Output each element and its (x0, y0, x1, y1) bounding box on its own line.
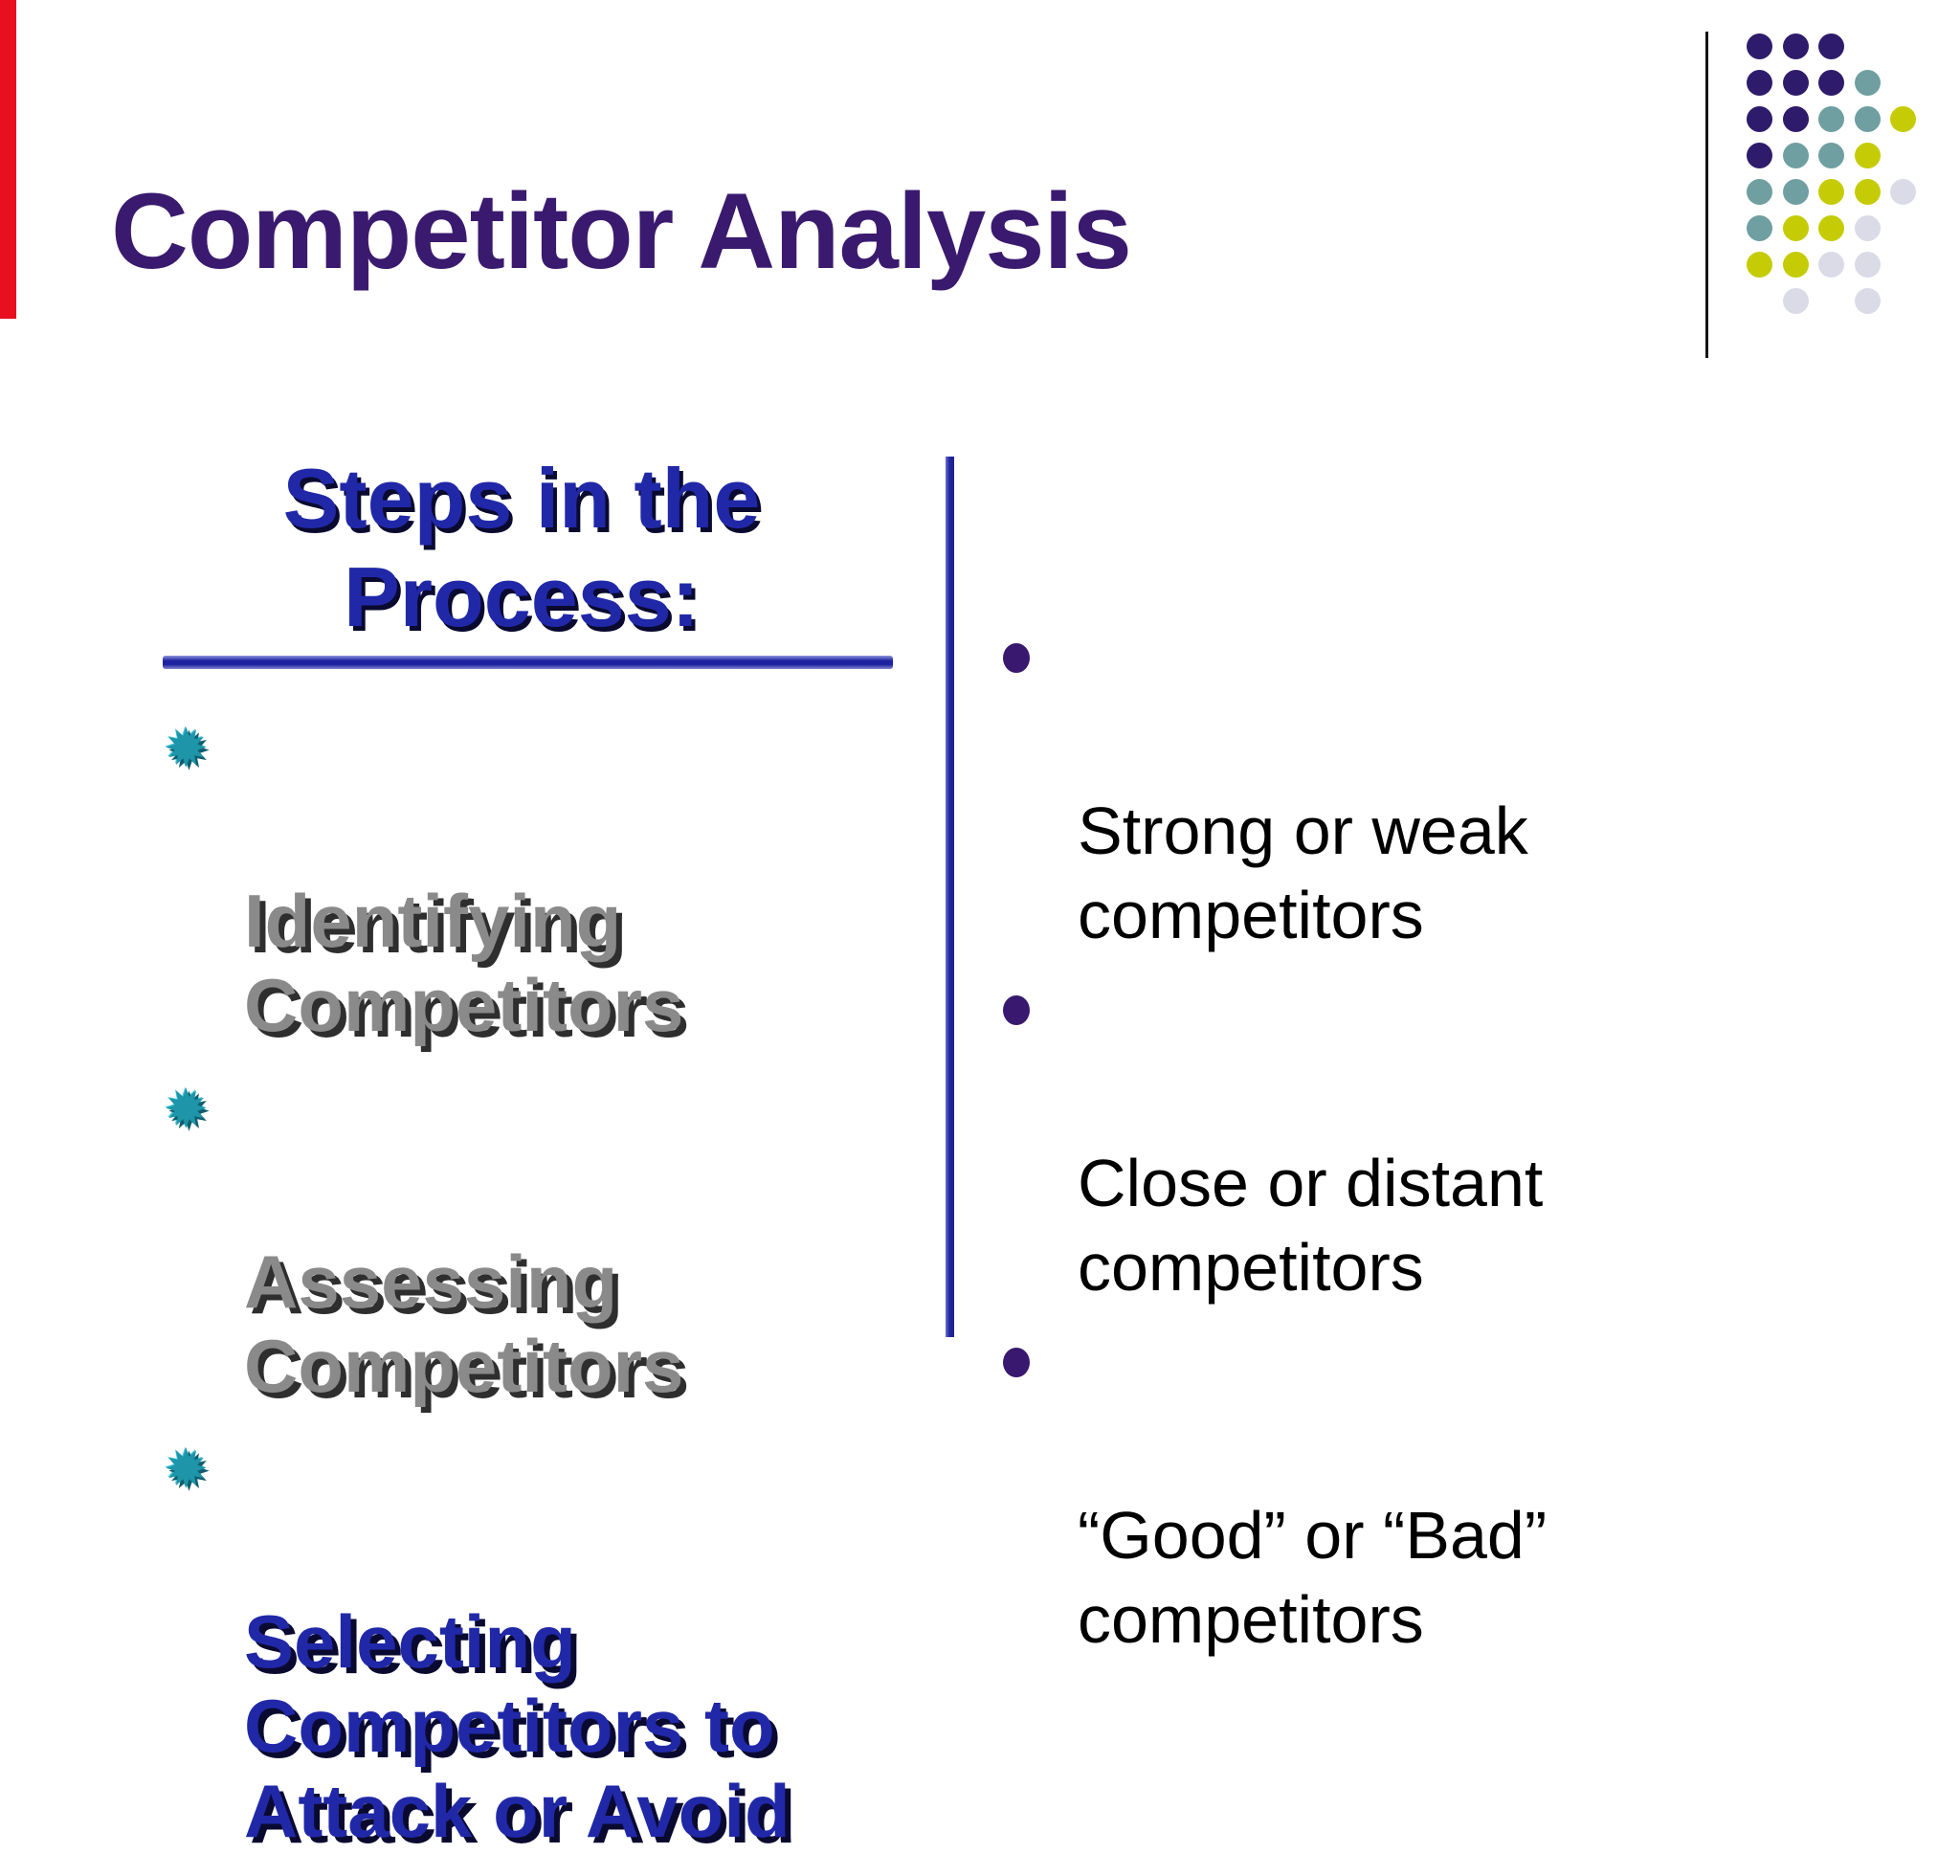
decor-dot (1890, 179, 1916, 205)
list-item: ✹ Assessing Competitors (164, 1071, 857, 1409)
list-item: “Good” or “Bad” competitors (1003, 1327, 1652, 1662)
decor-dot (1854, 179, 1881, 205)
decor-dot (1818, 252, 1844, 278)
heading-underline (163, 656, 893, 669)
decor-dot (1818, 34, 1844, 59)
list-item: ✹ Identifying Competitors (164, 710, 857, 1048)
slide: Competitor Analysis Steps in the Process… (0, 0, 1938, 1853)
decor-dot (1782, 34, 1809, 59)
left-column-heading: Steps in the Process: (282, 451, 761, 644)
decor-dot (1747, 252, 1772, 278)
decor-dot (1818, 106, 1844, 132)
sparkle-bullet-icon: ✹ (164, 1439, 209, 1499)
slide-title: Competitor Analysis (111, 171, 1132, 291)
decor-dot (1747, 179, 1772, 205)
decor-dot (1782, 215, 1809, 241)
list-item: ✹ Selecting Competitors to Attack or Avo… (164, 1431, 857, 1853)
decor-dot (1818, 143, 1844, 168)
sparkle-bullet-icon: ✹ (164, 718, 209, 778)
decor-dot (1782, 70, 1809, 96)
decor-dot (1782, 179, 1809, 205)
bullet-text: Close or distant competitors (1078, 1146, 1544, 1305)
circle-bullet-icon (1003, 643, 1030, 673)
competitor-types-list: Strong or weak competitors Close or dist… (1003, 622, 1652, 1679)
decor-dot (1747, 34, 1772, 59)
decor-dot (1854, 252, 1881, 278)
step-text: Selecting Competitors to Attack or Avoid (244, 1599, 791, 1853)
decor-dot (1782, 143, 1809, 168)
bullet-text: “Good” or “Bad” competitors (1078, 1498, 1548, 1657)
dot-pattern-decoration (1747, 34, 1938, 321)
decor-dot (1890, 106, 1916, 132)
steps-list: ✹ Identifying Competitors ✹ Assessing Co… (164, 710, 857, 1876)
decor-dot (1747, 106, 1772, 132)
circle-bullet-icon (1003, 995, 1030, 1025)
decor-dot (1818, 179, 1844, 205)
decor-dot (1854, 288, 1881, 314)
decor-dot (1818, 70, 1844, 96)
decor-dot (1782, 288, 1809, 314)
bullet-text: Strong or weak competitors (1078, 793, 1528, 952)
column-divider (946, 457, 954, 1337)
vertical-rule (1705, 32, 1708, 358)
decor-dot (1782, 106, 1809, 132)
decor-dot (1854, 106, 1881, 132)
decor-dot (1854, 143, 1881, 168)
decor-dot (1854, 215, 1881, 241)
list-item: Strong or weak competitors (1003, 622, 1652, 957)
list-item: Close or distant competitors (1003, 974, 1652, 1309)
decor-dot (1747, 143, 1772, 168)
red-accent-bar (0, 0, 16, 319)
sparkle-bullet-icon: ✹ (164, 1078, 209, 1139)
decor-dot (1747, 215, 1772, 241)
circle-bullet-icon (1003, 1348, 1030, 1377)
decor-dot (1854, 70, 1881, 96)
decor-dot (1747, 70, 1772, 96)
decor-dot (1782, 252, 1809, 278)
step-text: Identifying Competitors (244, 879, 684, 1048)
step-text: Assessing Competitors (244, 1239, 684, 1408)
decor-dot (1818, 215, 1844, 241)
